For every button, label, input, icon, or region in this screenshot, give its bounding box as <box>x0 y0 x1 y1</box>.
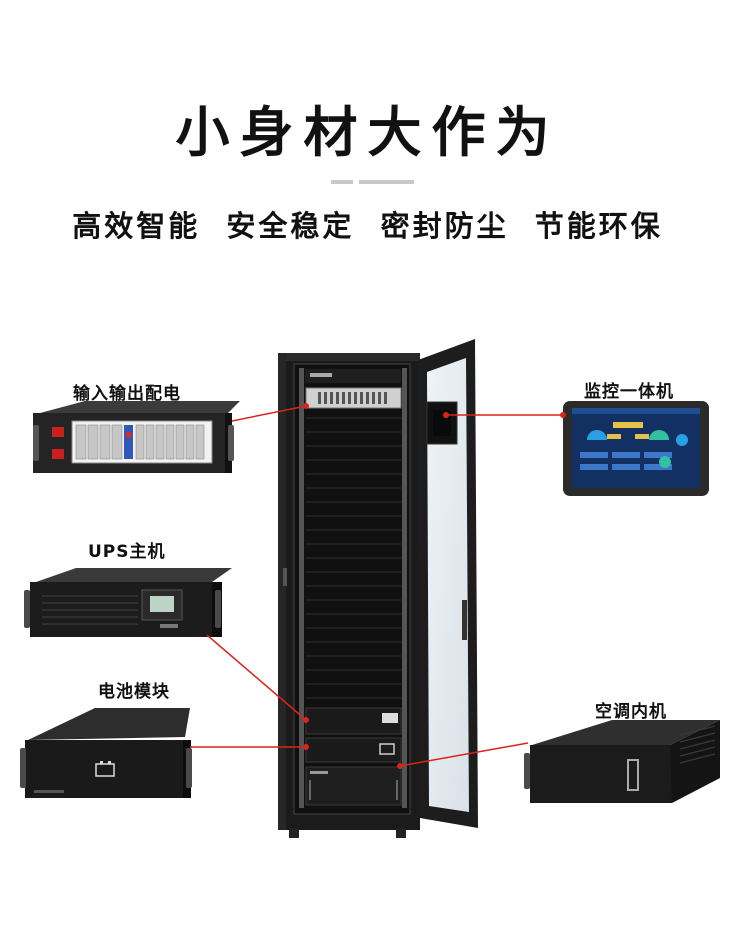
label-battery: 电池模块 <box>98 682 170 702</box>
label-ups: UPS主机 <box>88 542 166 562</box>
cabinet <box>278 353 420 838</box>
battery-unit <box>20 708 192 798</box>
divider-left <box>331 180 353 184</box>
callout-lines <box>190 405 563 767</box>
callout-dots <box>303 403 566 769</box>
cabinet-door <box>418 339 478 828</box>
monitor-unit <box>563 401 709 496</box>
pdu-unit <box>33 401 240 473</box>
ac-unit <box>524 720 720 803</box>
label-monitor: 监控一体机 <box>584 382 674 402</box>
page-title: 小身材大作为 <box>175 101 560 164</box>
label-pdu: 输入输出配电 <box>73 384 181 404</box>
divider-right <box>359 180 414 184</box>
feature-subtitle: 高效智能 安全稳定 密封防尘 节能环保 <box>72 209 663 243</box>
label-ac: 空调内机 <box>595 702 667 722</box>
ups-unit <box>24 568 232 637</box>
